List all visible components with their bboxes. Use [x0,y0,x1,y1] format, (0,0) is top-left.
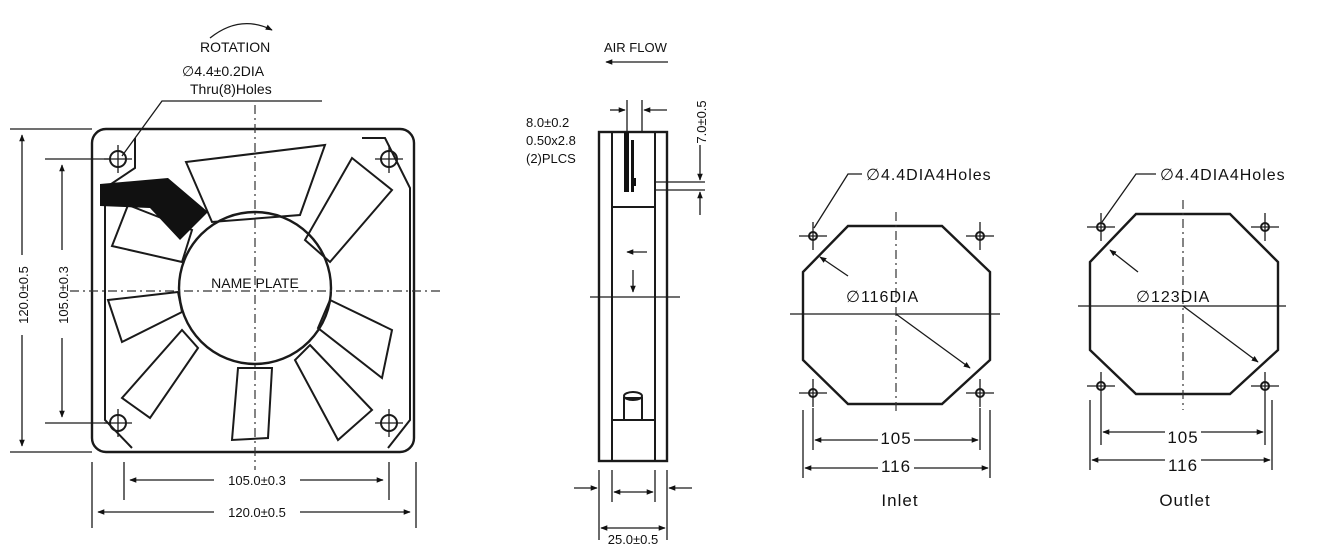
terminal-spec-line2: 0.50x2.8 [526,133,576,148]
outlet-overall-width: 116 [1168,456,1198,475]
hole-leader [121,100,322,157]
inlet-caption: Inlet [881,491,918,510]
outlet-hole-spacing: 105 [1167,428,1198,447]
hole-spec-line2: Thru(8)Holes [190,81,272,97]
outlet-outline [1088,212,1280,396]
terminal-height-dim: 7.0±0.5 [694,100,709,143]
fan-hub [177,210,333,366]
outlet-view: ∅4.4DIA4Holes ∅123DIA 105 116 Outlet [1078,167,1286,510]
height-outer-dim: 120.0±0.5 [16,266,31,324]
inlet-diameter-label: ∅116DIA [846,289,919,306]
hole-spec-line1: ∅4.4±0.2DIA [182,63,265,79]
width-inner-dim: 105.0±0.3 [228,473,286,488]
outlet-caption: Outlet [1159,491,1210,510]
inlet-holes-label: ∅4.4DIA4Holes [866,167,992,184]
terminal-spec-line3: (2)PLCS [526,151,576,166]
outlet-holes-label: ∅4.4DIA4Holes [1160,167,1286,184]
terminal-spec-line1: 8.0±0.2 [526,115,569,130]
inlet-outline [801,224,992,406]
outlet-diameter-label: ∅123DIA [1136,289,1210,306]
inlet-overall-width: 116 [881,457,911,476]
fan-cable [100,178,208,240]
inlet-view: ∅4.4DIA4Holes ∅116DIA 105 116 Inlet [790,167,1000,510]
inlet-holes [799,222,994,407]
height-inner-dim: 105.0±0.3 [56,266,71,324]
rotation-label: ROTATION [200,39,270,55]
rotation-arrow [209,23,273,39]
width-outer-dim: 120.0±0.5 [228,505,286,520]
inlet-hole-spacing: 105 [880,429,911,448]
outlet-holes [1087,213,1279,400]
depth-dim: 25.0±0.5 [608,532,659,547]
side-view: AIR FLOW 8.0±0.2 0.50x2.8 (2)PLCS 7.0±0.… [526,40,709,547]
front-view: ROTATION ∅4.4±0.2DIA Thru(8)Holes [10,23,440,528]
airflow-label: AIR FLOW [604,40,668,55]
